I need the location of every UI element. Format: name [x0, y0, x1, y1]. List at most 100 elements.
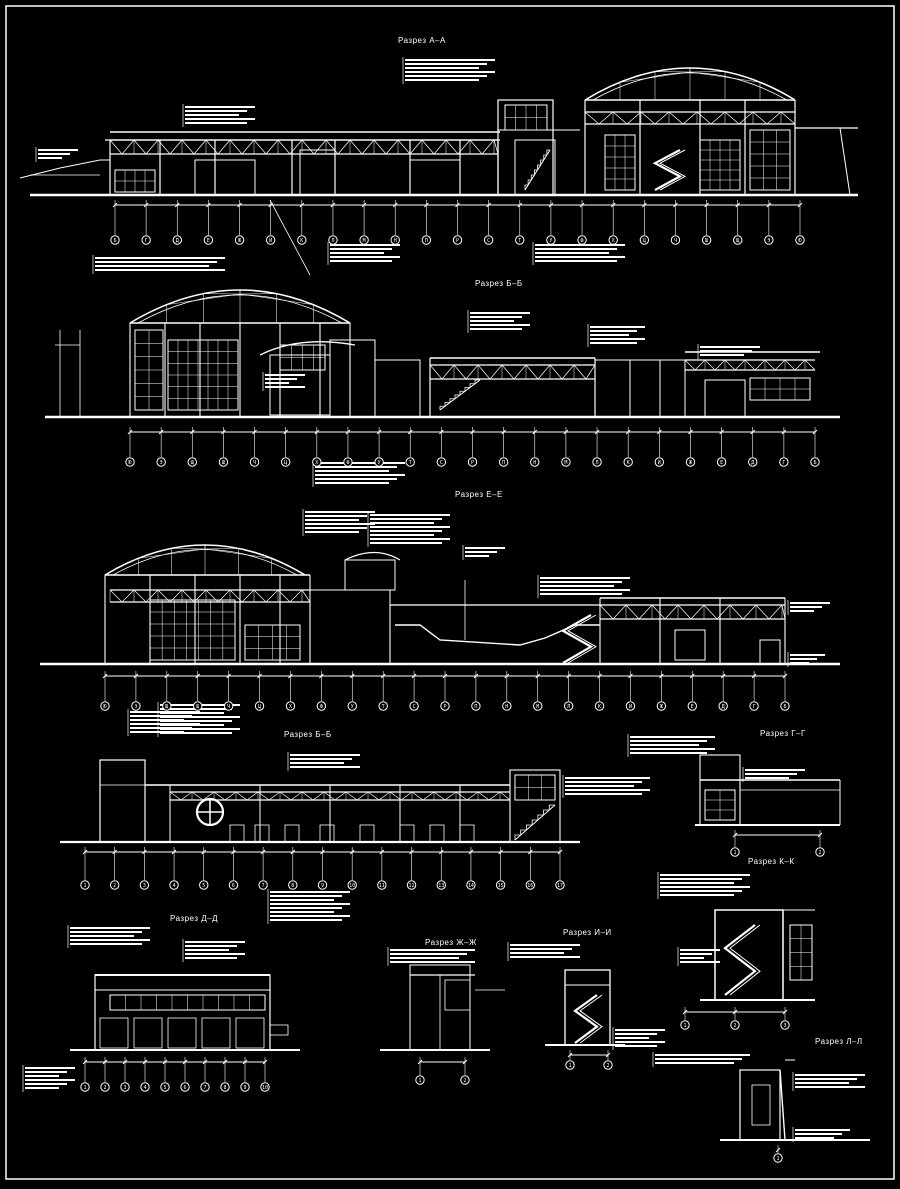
axis-label: Э — [134, 704, 137, 710]
axis-label: М — [536, 704, 539, 710]
title-section-f: Разрез Д–Д — [170, 914, 218, 923]
axis-label: Л — [596, 460, 599, 466]
axis-label: С — [440, 460, 443, 466]
axis-label: 1 — [418, 1078, 421, 1084]
axis-label: 6 — [183, 1085, 186, 1091]
axis-label: Д — [722, 704, 725, 710]
axis-label: Ш — [196, 704, 199, 710]
axis-label: П — [474, 704, 477, 710]
axis-label: Ч — [253, 460, 256, 466]
axis-label: Н — [533, 460, 536, 466]
axis-label: Г — [782, 460, 785, 466]
axis-label: К — [598, 704, 601, 710]
axis-label: Г — [753, 704, 756, 710]
axis-label: Ч — [674, 238, 677, 244]
axis-label: 8 — [291, 883, 294, 889]
axis-label: 2 — [606, 1063, 609, 1069]
axis-label: Н — [394, 238, 397, 244]
axis-label: 7 — [203, 1085, 206, 1091]
axis-label: Р — [456, 238, 459, 244]
axis-label: Ш — [705, 238, 708, 244]
axis-label: Щ — [736, 238, 739, 244]
axis-label: 1 — [683, 1023, 686, 1029]
axis-label: П — [502, 460, 505, 466]
axis-label: Ж — [660, 704, 663, 710]
axis-label: У — [378, 460, 381, 466]
axis-label: И — [269, 238, 272, 244]
axis-label: Т — [518, 238, 521, 244]
axis-label: 1 — [83, 1085, 86, 1091]
title-section-h: Разрез И–И — [563, 928, 612, 937]
axis-label: Г — [145, 238, 148, 244]
axis-label: Б — [783, 704, 786, 710]
axis-label: Ч — [227, 704, 230, 710]
axis-label: Ю — [798, 238, 801, 244]
axis-label: 3 — [143, 883, 146, 889]
axis-label: Е — [720, 460, 723, 466]
axis-label: Ц — [258, 704, 261, 710]
axis-label: 15 — [498, 883, 504, 889]
axis-label: М — [564, 460, 567, 466]
axis-label: 10 — [262, 1085, 268, 1091]
axis-label: Щ — [191, 460, 194, 466]
axis-label: 2 — [733, 1023, 736, 1029]
axis-label: Л — [567, 704, 570, 710]
axis-label: Ж — [238, 238, 241, 244]
axis-label: 5 — [202, 883, 205, 889]
axis-label: Н — [505, 704, 508, 710]
section-l-l: 1 — [653, 1052, 870, 1162]
title-section-e: Разрез Г–Г — [760, 729, 806, 738]
axis-label: 9 — [321, 883, 324, 889]
axis-label: Ф — [346, 460, 349, 466]
axis-label: Ц — [643, 238, 646, 244]
axis-label: 7 — [262, 883, 265, 889]
axis-label: 3 — [783, 1023, 786, 1029]
axis-label: 2 — [113, 883, 116, 889]
axis-label: 10 — [349, 883, 355, 889]
title-section-j: Разрез Л–Л — [815, 1037, 863, 1046]
sheet-frame — [6, 6, 894, 1179]
axis-label: 2 — [818, 850, 821, 856]
title-section-c: Разрез Е–Е — [455, 490, 503, 499]
axis-label: Ю — [103, 704, 106, 710]
axis-label: 1 — [83, 883, 86, 889]
axis-label: И — [629, 704, 632, 710]
axis-label: 4 — [143, 1085, 146, 1091]
axis-label: У — [549, 238, 552, 244]
axis-label: Р — [471, 460, 474, 466]
axis-label: Б — [813, 460, 816, 466]
title-section-b: Разрез Б–Б — [475, 279, 523, 288]
section-k-k: 1 2 3 — [658, 872, 815, 1029]
axis-label: 17 — [557, 883, 563, 889]
axis-label: Т — [382, 704, 385, 710]
axis-label: Е — [691, 704, 694, 710]
axis-label: Д — [176, 238, 179, 244]
axis-label: Х — [289, 704, 292, 710]
axis-label: 12 — [409, 883, 415, 889]
axis-label: К — [627, 460, 630, 466]
axis-label: 14 — [468, 883, 474, 889]
axis-label: Б — [113, 238, 116, 244]
axis-label: 1 — [568, 1063, 571, 1069]
axis-label: 5 — [163, 1085, 166, 1091]
axis-label: К — [300, 238, 303, 244]
axis-label: Х — [315, 460, 318, 466]
axis-label: 3 — [123, 1085, 126, 1091]
title-section-a: Разрез А–А — [398, 36, 446, 45]
axis-label: 9 — [243, 1085, 246, 1091]
title-section-d: Разрез Б–Б — [284, 730, 332, 739]
axis-label: С — [487, 238, 490, 244]
axis-label: Ж — [689, 460, 692, 466]
axis-label: Ц — [284, 460, 287, 466]
axis-label: Э — [767, 238, 770, 244]
axis-label: 13 — [438, 883, 444, 889]
axis-label: Щ — [165, 704, 168, 710]
